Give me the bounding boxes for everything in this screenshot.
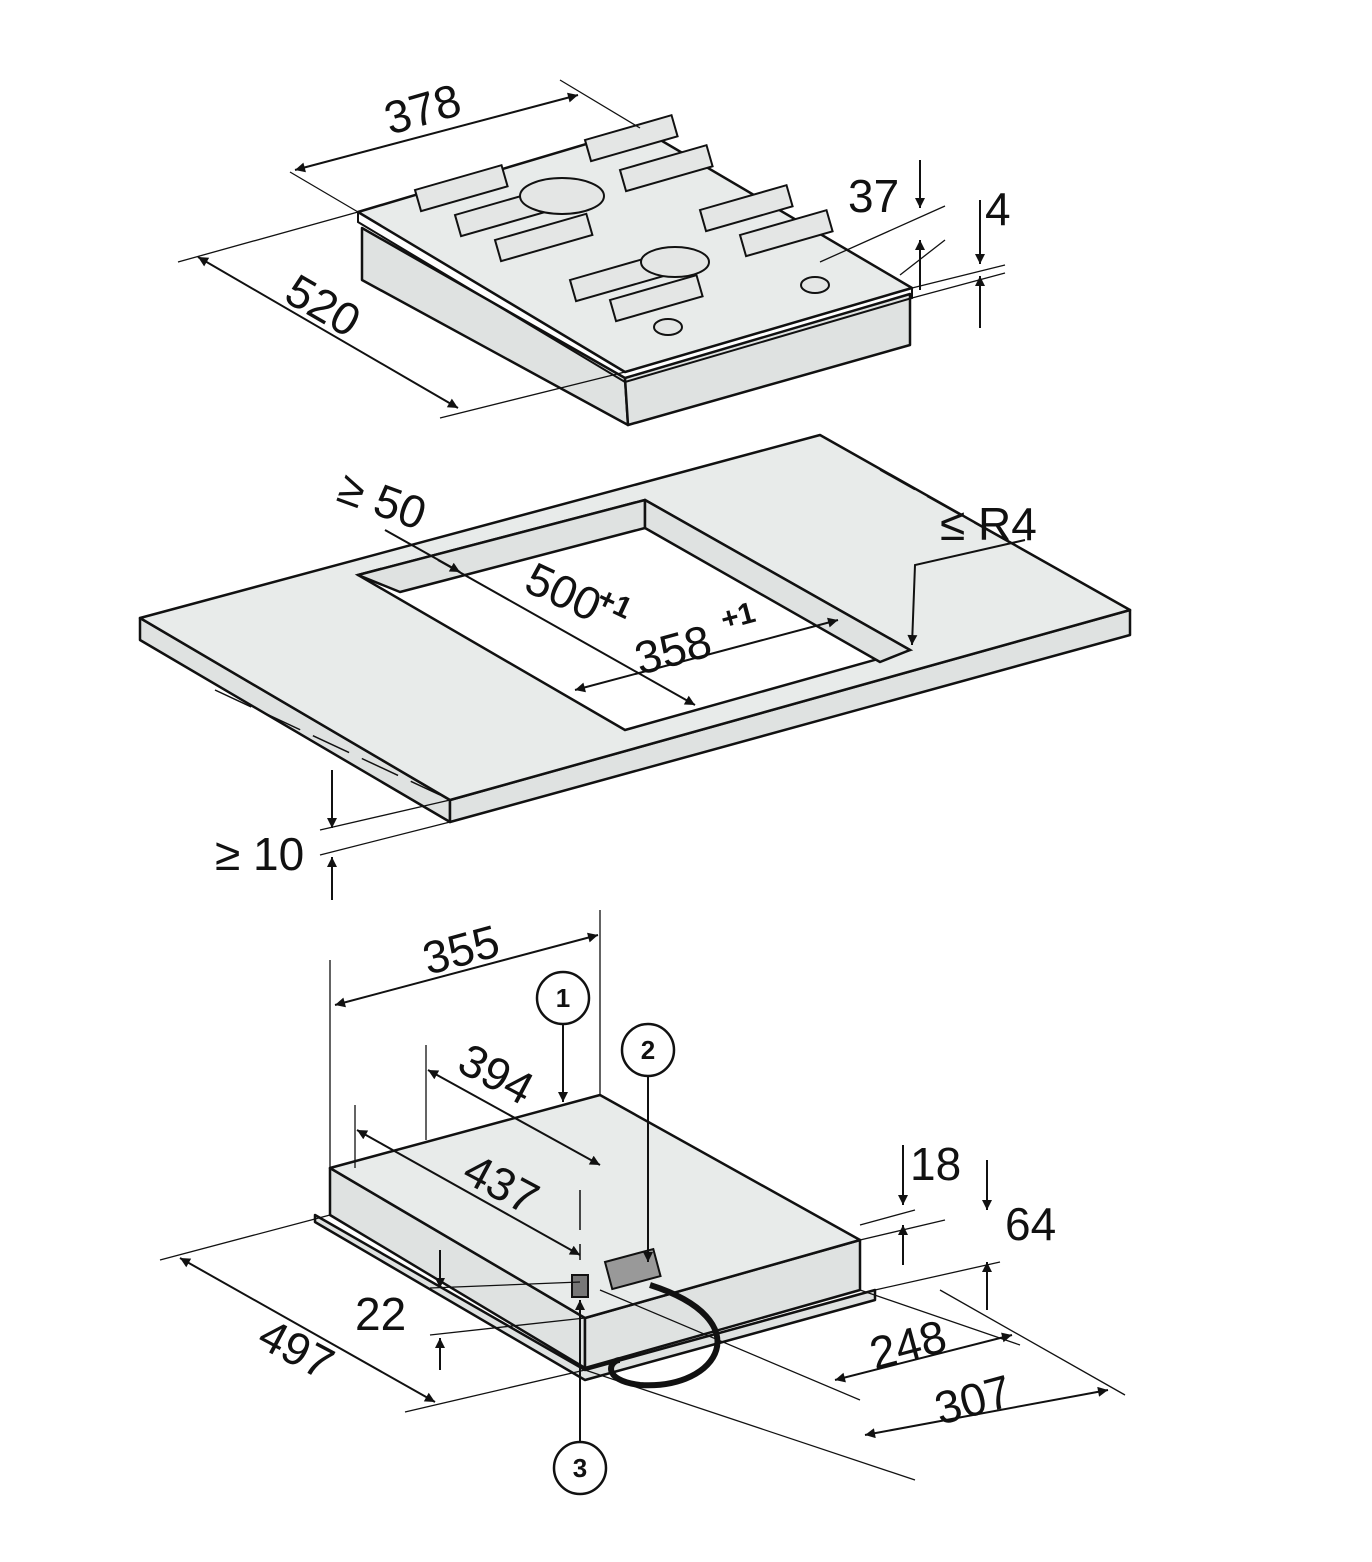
dim-355: 355 <box>417 915 505 985</box>
worktop-cutout <box>138 433 1132 824</box>
connection-cable <box>608 1282 721 1389</box>
callouts: 1 2 3 <box>535 970 676 1496</box>
control-knob <box>800 276 830 294</box>
hob-underside-view <box>313 1093 877 1389</box>
dim-22: 22 <box>355 1288 406 1340</box>
gas-connection <box>571 1274 589 1298</box>
dim-hob-width: 378 <box>378 73 466 144</box>
dim-64: 64 <box>1005 1198 1056 1250</box>
control-knob <box>653 318 683 336</box>
dim-hob-depth: 520 <box>277 264 369 347</box>
dim-497: 497 <box>250 1308 342 1390</box>
dim-18: 18 <box>910 1138 961 1190</box>
dim-307: 307 <box>929 1365 1017 1435</box>
dim-edge-min: ≥ 50 <box>332 461 434 540</box>
callout-2-label: 2 <box>641 1035 655 1065</box>
dim-248: 248 <box>864 1310 952 1380</box>
dim-radius: ≤ R4 <box>940 498 1037 550</box>
dim-plate-thickness: 4 <box>985 183 1011 235</box>
burner-small <box>640 246 710 278</box>
dim-394: 394 <box>450 1033 542 1115</box>
dim-hob-height: 37 <box>848 170 899 222</box>
hob-top-view <box>356 113 914 427</box>
dim-worktop-thickness-min: ≥ 10 <box>215 828 304 880</box>
pan-supports <box>413 113 834 336</box>
burner-large <box>519 177 605 215</box>
callout-1-label: 1 <box>556 983 570 1013</box>
callout-3-label: 3 <box>573 1453 587 1483</box>
